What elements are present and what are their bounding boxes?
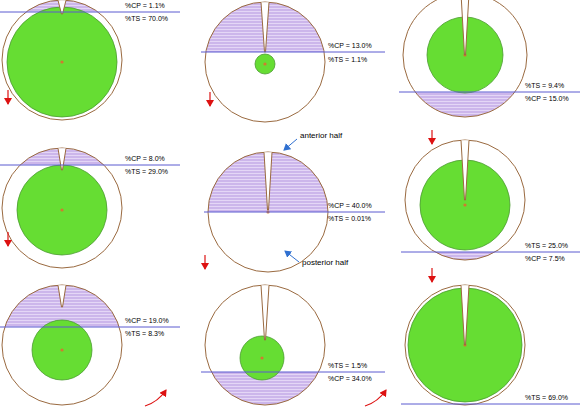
eye-outline xyxy=(205,2,325,122)
center-dot xyxy=(263,62,266,65)
green-circle xyxy=(7,7,117,117)
cut-line xyxy=(401,252,580,253)
red-arrow xyxy=(204,255,205,269)
center-dot xyxy=(463,203,466,206)
center-dot xyxy=(60,208,63,211)
eye-background xyxy=(405,285,525,405)
eye-background xyxy=(2,148,122,268)
notch xyxy=(261,285,269,340)
center-dot xyxy=(260,356,263,359)
red-arrow xyxy=(7,232,8,246)
eye-background xyxy=(2,0,122,120)
curved-arrow xyxy=(145,390,166,406)
percent-label: %CP = 8.0% xyxy=(125,155,165,163)
curved-arrow xyxy=(365,390,386,406)
notch xyxy=(261,2,269,52)
region-label: anterior half xyxy=(300,131,342,140)
percent-label: %CP = 1.1% xyxy=(125,2,165,10)
center-dot xyxy=(60,60,63,63)
green-circle xyxy=(255,54,275,74)
cut-line xyxy=(0,12,180,13)
eye-outline xyxy=(405,140,525,260)
cut-line xyxy=(201,372,385,373)
notch xyxy=(461,140,469,200)
percent-label: %CP = 15.0% xyxy=(525,95,569,103)
eye-background xyxy=(405,140,525,260)
green-circle xyxy=(240,336,284,380)
percent-label: %TS = 1.1% xyxy=(328,56,367,64)
cut-line xyxy=(201,52,385,53)
eye-outline xyxy=(405,285,525,405)
hatched-region xyxy=(401,92,529,119)
red-arrow xyxy=(431,130,432,144)
hatched-region xyxy=(206,150,330,212)
percent-label: %CP = 40.0% xyxy=(328,202,372,210)
percent-label: %TS = 0.01% xyxy=(328,215,371,223)
eye-outline xyxy=(205,285,325,405)
percent-label: %TS = 9.4% xyxy=(525,82,564,90)
notch xyxy=(58,148,66,170)
percent-label: %CP = 13.0% xyxy=(328,42,372,50)
pointer-arrow xyxy=(284,139,297,150)
percent-label: %CP = 7.5% xyxy=(525,255,565,263)
cut-line xyxy=(0,165,180,166)
green-circle xyxy=(32,320,92,380)
percent-label: %TS = 70.0% xyxy=(125,15,168,23)
percent-label: %CP = 19.0% xyxy=(125,317,169,325)
cut-line xyxy=(0,327,180,328)
eye-outline xyxy=(2,148,122,268)
notch xyxy=(461,285,469,345)
notch xyxy=(58,285,66,307)
cut-line xyxy=(401,404,580,405)
eye-outline xyxy=(2,0,122,120)
percent-label: %TS = 69.0% xyxy=(525,394,568,402)
hatched-region xyxy=(203,0,327,52)
pointer-arrow xyxy=(285,251,299,262)
cut-line xyxy=(204,212,385,213)
red-arrow xyxy=(209,92,210,106)
percent-label: %CP = 34.0% xyxy=(328,375,372,383)
notch xyxy=(264,152,272,210)
percent-label: %TS = 29.0% xyxy=(125,168,168,176)
region-label: posterior half xyxy=(302,258,348,267)
eye-outline xyxy=(2,285,122,405)
center-dot xyxy=(60,348,63,351)
cut-line xyxy=(399,92,580,93)
notch xyxy=(461,0,469,55)
percent-label: %TS = 8.3% xyxy=(125,330,164,338)
percent-label: %TS = 25.0% xyxy=(525,242,568,250)
red-arrow xyxy=(7,90,8,104)
green-circle xyxy=(17,165,107,255)
eye-outline xyxy=(403,0,527,117)
red-arrow xyxy=(431,268,432,282)
percent-label: %TS = 1.5% xyxy=(328,362,367,370)
